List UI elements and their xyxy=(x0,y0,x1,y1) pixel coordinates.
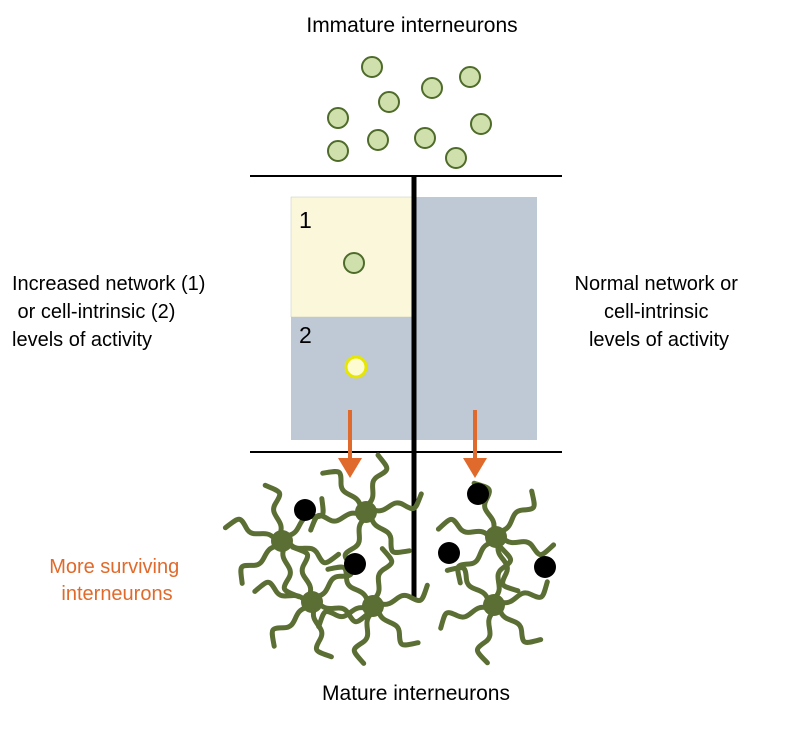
neuron-soma xyxy=(362,595,384,617)
immature-cell xyxy=(367,129,389,151)
right-arrow xyxy=(463,410,487,478)
dendrite xyxy=(474,610,496,666)
dendrite xyxy=(308,510,361,533)
neuron-soma xyxy=(355,501,377,523)
right-label: Normal network or cell-intrinsic levels … xyxy=(575,273,744,351)
mature-interneuron xyxy=(308,452,424,572)
dendrite xyxy=(238,543,279,586)
dead-cell xyxy=(534,556,556,578)
dendrite xyxy=(438,604,489,631)
outcome-label: More surviving interneurons xyxy=(49,556,185,605)
dead-cell xyxy=(344,553,366,575)
immature-cell xyxy=(327,140,349,162)
left-arrow xyxy=(338,410,362,478)
dendrite xyxy=(269,605,309,649)
dendrite xyxy=(351,611,374,666)
dendrite xyxy=(290,544,314,597)
left-label-line-1: Increased network (1) xyxy=(12,273,205,295)
right-label-line-2: cell-intrinsic xyxy=(604,301,708,323)
panel-label-1: 1 xyxy=(299,207,312,233)
dead-cell-group xyxy=(294,483,556,578)
dead-cell xyxy=(467,483,489,505)
network-active-cell xyxy=(343,252,365,274)
dead-cell xyxy=(294,499,316,521)
dendrite xyxy=(310,607,334,660)
mature-interneuron-group xyxy=(222,452,557,666)
immature-cell xyxy=(445,147,467,169)
immature-cell xyxy=(459,66,481,88)
dendrite xyxy=(378,582,430,607)
neuron-soma xyxy=(301,591,323,613)
dendrite xyxy=(316,605,368,630)
left-label-line-2: or cell-intrinsic (2) xyxy=(12,301,175,323)
immature-interneuron-cluster xyxy=(327,56,492,169)
outcome-label-line-2: interneurons xyxy=(61,583,172,605)
dendrite xyxy=(372,546,395,601)
neuron-soma xyxy=(485,526,507,548)
dendrite xyxy=(501,536,557,558)
mature-title: Mature interneurons xyxy=(322,682,510,705)
dendrite xyxy=(222,516,277,542)
dendrite xyxy=(435,516,491,538)
left-label-line-3: levels of activity xyxy=(12,329,152,351)
immature-cell xyxy=(378,91,400,113)
immature-cell xyxy=(327,107,349,129)
dendrite xyxy=(455,540,494,586)
immature-cell xyxy=(361,56,383,78)
left-label: Increased network (1) or cell-intrinsic … xyxy=(12,273,211,351)
mature-interneuron xyxy=(316,546,430,666)
panel-label-2: 2 xyxy=(299,322,312,348)
panel-2-cell-intrinsic xyxy=(291,317,414,440)
neuron-soma xyxy=(483,594,505,616)
panel-normal-activity xyxy=(414,197,537,440)
dendrite xyxy=(369,515,412,555)
immature-cell xyxy=(421,77,443,99)
dendrite xyxy=(492,544,514,600)
dendrite xyxy=(444,565,491,603)
dendrite xyxy=(376,609,421,648)
dendrite xyxy=(262,482,284,536)
right-label-line-1: Normal network or xyxy=(575,273,739,295)
dendrite xyxy=(325,564,370,603)
outcome-label-line-1: More surviving xyxy=(49,556,179,578)
dendrite xyxy=(497,607,544,645)
dendrite xyxy=(252,579,307,603)
intrinsically-active-cell xyxy=(344,355,368,379)
neuron-soma xyxy=(271,530,293,552)
dendrite xyxy=(371,491,424,514)
dendrite xyxy=(365,452,390,507)
dead-cell xyxy=(438,542,460,564)
dendrite xyxy=(498,488,537,534)
immature-title: Immature interneurons xyxy=(306,14,517,37)
right-label-line-3: levels of activity xyxy=(589,329,729,351)
mature-interneuron xyxy=(222,482,342,600)
immature-cell xyxy=(470,113,492,135)
mature-interneuron xyxy=(438,544,550,666)
dendrite xyxy=(320,469,363,509)
dendrite xyxy=(280,546,302,600)
immature-cell xyxy=(414,127,436,149)
dendrite xyxy=(499,579,550,606)
dendrite xyxy=(495,542,521,594)
